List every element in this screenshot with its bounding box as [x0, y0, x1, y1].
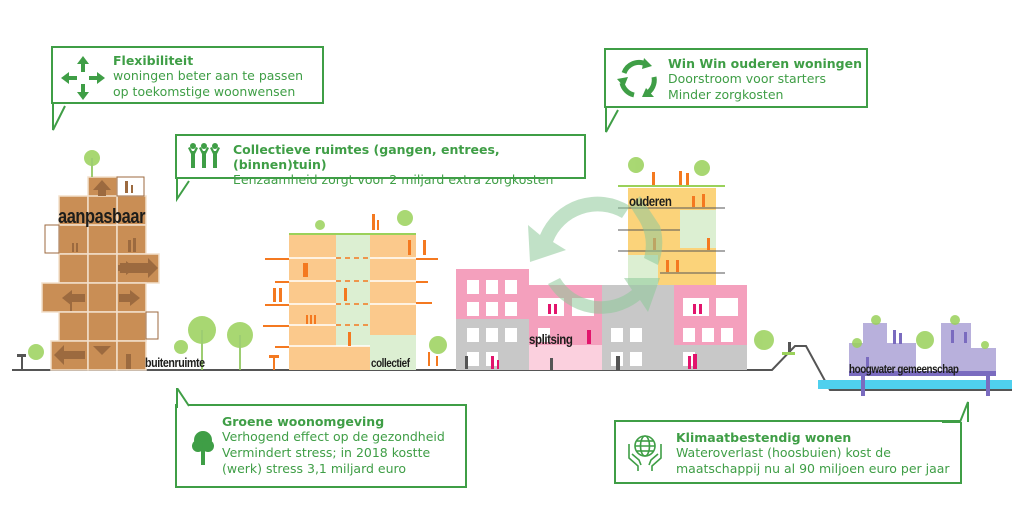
callout-winwin: Win Win ouderen woningen Doorstroom voor…	[604, 48, 868, 133]
tree-icon	[192, 431, 214, 465]
callout-title: Win Win ouderen woningen	[668, 56, 862, 71]
recycle-arrows-icon	[617, 58, 657, 98]
callout-tail	[942, 401, 969, 423]
label-collectief: collectief	[371, 356, 410, 370]
callout-flexibiliteit: Flexibiliteit woningen beter aan te pass…	[51, 46, 324, 131]
callout-line: op toekomstige woonwensen	[113, 84, 296, 99]
label-hoogwater: hoogwater gemeenschap	[849, 362, 959, 376]
label-ouderen: ouderen	[629, 193, 672, 209]
callout-line: (werk) stress 3,1 miljard euro	[222, 461, 407, 476]
callout-title: Flexibiliteit	[113, 53, 194, 68]
splitsing-buildings	[456, 269, 747, 370]
callout-line: Vermindert stress; in 2018 kostte	[222, 445, 431, 460]
callout-line: Wateroverlast (hoosbuien) kost de	[676, 445, 891, 460]
hoogwater-buildings	[782, 315, 996, 396]
water-canal	[818, 380, 1012, 389]
people-group-icon	[188, 143, 220, 168]
collectief-building	[263, 214, 438, 370]
callout-tail	[605, 108, 619, 133]
callout-line: maatschappij nu al 90 miljoen euro per j…	[676, 461, 950, 476]
callout-tail	[176, 388, 190, 408]
globe-in-hands-icon	[628, 435, 662, 471]
callout-tail	[52, 104, 66, 131]
callout-tail	[176, 179, 190, 203]
callout-line: Verhogend effect op de gezondheid	[222, 429, 445, 444]
cycle-arrows	[528, 196, 663, 314]
callout-title: Klimaatbestendig wonen	[676, 430, 852, 445]
callout-line: woningen beter aan te passen	[113, 68, 304, 83]
callout-groen: Groene woonomgeving Verhogend effect op …	[175, 388, 467, 488]
callout-title: Collectieve ruimtes (gangen, entrees, (b…	[233, 142, 500, 172]
label-buitenruimte: buitenruimte	[145, 355, 205, 370]
callout-line: Minder zorgkosten	[668, 87, 784, 102]
label-splitsing: splitsing	[529, 331, 573, 347]
callout-line: Eenzaamheid zorgt voor 2 miljard extra z…	[233, 172, 554, 187]
four-way-arrows-icon	[61, 56, 105, 100]
aanpasbaar-building	[41, 176, 160, 371]
callout-klimaat: Klimaatbestendig wonen Wateroverlast (ho…	[614, 401, 969, 484]
callout-line: Doorstroom voor starters	[668, 71, 827, 86]
streetlights	[17, 354, 26, 370]
ouderen-building	[618, 171, 725, 285]
label-aanpasbaar: aanpasbaar	[58, 206, 146, 228]
callout-collectief: Collectieve ruimtes (gangen, entrees, (b…	[175, 134, 586, 203]
callout-title: Groene woonomgeving	[222, 414, 385, 429]
